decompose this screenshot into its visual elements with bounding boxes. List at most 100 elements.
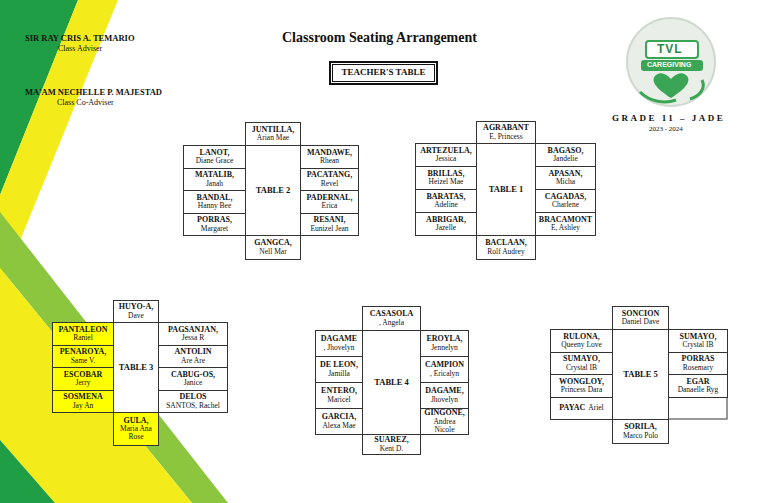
seat-box: HUYO-A,Dave xyxy=(113,300,159,323)
surname: WONGLOY, xyxy=(559,378,604,386)
given-name: Andrea Nicole xyxy=(423,418,466,434)
given-name: Jessica xyxy=(436,155,457,163)
adviser-role: Class Co-Adviser xyxy=(57,98,114,107)
surname: GANGCA, xyxy=(254,239,292,247)
surname: APASAN, xyxy=(549,170,583,178)
surname: PORRAS, xyxy=(197,216,232,224)
seat-box: DELOSSANTOS, Rachel xyxy=(158,390,228,414)
surname: PAYAC xyxy=(559,404,585,412)
adviser-name: SIR RAY CRIS A. TEMARIO xyxy=(25,33,135,43)
given-name: Janah xyxy=(206,180,223,188)
surname: EGAR xyxy=(686,378,709,386)
surname: GULA, xyxy=(123,417,148,425)
seat-box: CAGADAS,Charlene xyxy=(535,189,596,213)
surname: ENTERO, xyxy=(321,387,357,395)
seat-box: DE LEON,Jamilla xyxy=(315,356,363,383)
surname: GARCIA, xyxy=(322,413,356,421)
given-name: Adeline xyxy=(434,201,458,209)
adviser-role: Class Adviser xyxy=(58,44,102,53)
surname: CABUG-OS, xyxy=(171,371,215,379)
given-name: Maria Ana Rose xyxy=(116,425,156,441)
logo-hand xyxy=(640,92,676,102)
given-name: Rhean xyxy=(320,157,339,165)
seat-box: DAGAME, Jhovelyn xyxy=(315,330,363,357)
seat-box: EROYLA,Jennelyn xyxy=(420,330,469,357)
seat-box: ABRIGAR,Jazelle xyxy=(415,212,477,236)
seat-box: BANDAL,Hanny Bee xyxy=(183,190,246,214)
seat-box: MATALIB,Janah xyxy=(183,168,246,192)
logo-text: TVL xyxy=(657,42,683,56)
logo-banner xyxy=(641,60,703,71)
seat-box: EGARDanaelle Ryg xyxy=(668,374,728,398)
given-name: Micha xyxy=(556,178,575,186)
table-box: TABLE 4 xyxy=(362,330,421,435)
seat-box: AGRABANTE, Princess xyxy=(476,121,536,144)
seat-box: BACLAAN,Rolf Audrey xyxy=(476,235,536,260)
lime-band xyxy=(0,212,228,503)
given-name: Revel xyxy=(321,180,339,188)
given-name: , Angela xyxy=(379,319,404,327)
seat-box: BRACAMONTE, Ashley xyxy=(535,212,596,236)
surname: DE LEON, xyxy=(320,361,358,369)
given-name: E, Ashley xyxy=(551,224,580,232)
surname: PANTALEON xyxy=(58,326,107,334)
given-name: Jessa R xyxy=(182,334,204,342)
seat-box: PADERNAL,Erica xyxy=(300,190,359,214)
given-name: Crystal IB xyxy=(682,341,713,349)
seat-box: PENAROYA,Same V. xyxy=(52,345,114,369)
given-name: Erica xyxy=(322,202,338,210)
given-name: Nell Mar xyxy=(259,248,286,256)
table-box: TABLE 1 xyxy=(476,143,536,236)
green-band xyxy=(0,440,55,503)
surname: ARTEZUELA, xyxy=(420,147,472,155)
seat-box: PAYACAriel xyxy=(550,397,613,421)
given-name: Daniel Dave xyxy=(622,318,660,326)
surname: EROYLA, xyxy=(426,335,462,343)
given-name: E, Princess xyxy=(489,133,522,141)
seat-box: BAGASO,Jandelie xyxy=(535,143,596,167)
seat-box: PORRASRosemary xyxy=(668,352,728,376)
given-name: Rosemary xyxy=(683,364,713,372)
surname: ESCOBAR xyxy=(64,371,103,379)
surname: GINGONE, xyxy=(424,409,465,417)
seat-box: ARTEZUELA,Jessica xyxy=(415,143,477,167)
surname: CAMPION xyxy=(425,361,464,369)
seat-box: GANGCA,Nell Mar xyxy=(245,235,301,260)
surname: SORILA, xyxy=(624,423,657,431)
seat-box: ENTERO,Maricel xyxy=(315,382,363,409)
surname: BARATAS, xyxy=(426,193,465,201)
given-name: Queeny Love xyxy=(561,341,602,349)
seat-box: LANOT,Diane Grace xyxy=(183,145,246,169)
surname: TABLE 2 xyxy=(256,186,291,195)
table-box: TABLE 5 xyxy=(612,329,669,420)
given-name: Rolf Audrey xyxy=(487,248,524,256)
surname: MATALIB, xyxy=(195,171,234,179)
given-name: , Jhovelyn xyxy=(324,344,355,352)
seat-box: GINGONE,Andrea Nicole xyxy=(420,408,469,435)
seat-box: SUAREZ,Kent D. xyxy=(362,434,421,455)
surname: TABLE 3 xyxy=(119,363,154,372)
given-name: Are Are xyxy=(181,357,205,365)
surname: CAGADAS, xyxy=(545,193,587,201)
seat-box: MANDAWE,Rhean xyxy=(300,145,359,169)
logo-hand xyxy=(690,80,703,99)
seat-box: ANTOLINAre Are xyxy=(158,345,228,369)
seat-box: JUNTILLA,Arian Mae xyxy=(245,122,301,146)
surname: SUMAYO, xyxy=(680,333,717,341)
adviser-name: MA'AM NECHELLE P. MAJESTAD xyxy=(25,87,162,97)
seat-box: SOSMENAJay An xyxy=(52,390,114,414)
surname: LANOT, xyxy=(200,149,230,157)
seat-box: GULA,Maria Ana Rose xyxy=(113,412,159,446)
surname: RULONA, xyxy=(563,333,600,341)
given-name: Charlene xyxy=(552,201,579,209)
surname: TABLE 1 xyxy=(489,185,524,194)
given-name: SANTOS, Rachel xyxy=(166,402,220,410)
seat-box: WONGLOY,Princess Dara xyxy=(550,374,613,398)
surname: BACLAAN, xyxy=(485,239,527,247)
surname: BRACAMONT xyxy=(539,216,592,224)
given-name: Same V. xyxy=(71,357,96,365)
given-name: , Ericalyn xyxy=(430,370,459,378)
given-name: Heizel Mae xyxy=(429,178,464,186)
given-name: Jandelie xyxy=(553,155,578,163)
seat-box: DAGAME,Jhovelyn xyxy=(420,382,469,409)
